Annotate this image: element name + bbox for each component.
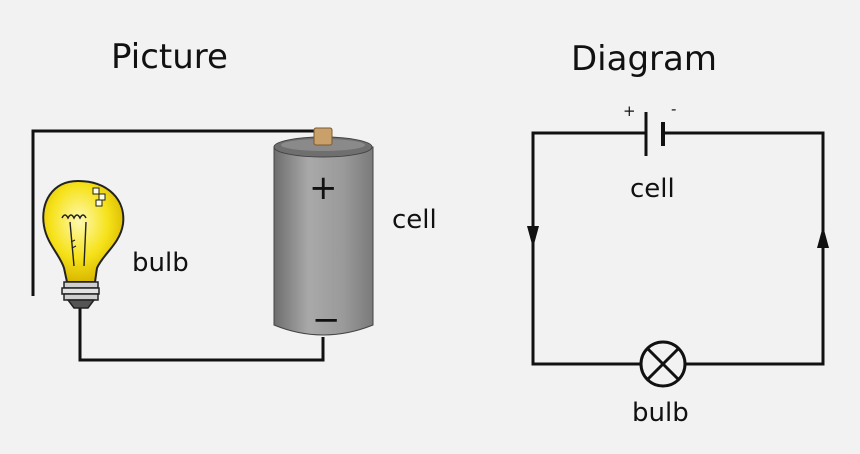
schematic-lamp-symbol (639, 340, 687, 388)
schematic-wire-right (664, 131, 825, 366)
battery-cell (273, 127, 374, 336)
schematic-circuit (527, 112, 829, 388)
schematic-wire-left (531, 131, 645, 366)
picture-wire-bottom (78, 305, 325, 362)
diagram-cell-label: cell (630, 174, 675, 204)
battery-terminal (313, 127, 333, 146)
schematic-cell-symbol (644, 112, 665, 156)
picture-heading: Picture (111, 37, 228, 77)
cell-negative-sign: - (671, 100, 677, 118)
current-arrow-up (817, 226, 829, 248)
light-bulb (42, 179, 125, 309)
battery-minus-sign: − (312, 300, 341, 340)
battery-plus-sign: + (309, 168, 338, 208)
picture-cell-label: cell (392, 205, 437, 235)
current-arrow-down (527, 226, 539, 248)
diagram-bulb-label: bulb (632, 398, 689, 428)
picture-wire-top (31, 129, 322, 296)
picture-bulb-label: bulb (132, 248, 189, 278)
diagram-heading: Diagram (571, 39, 717, 79)
picture-circuit (31, 127, 374, 362)
cell-positive-sign: + (623, 102, 636, 120)
bulb-base (61, 281, 100, 309)
